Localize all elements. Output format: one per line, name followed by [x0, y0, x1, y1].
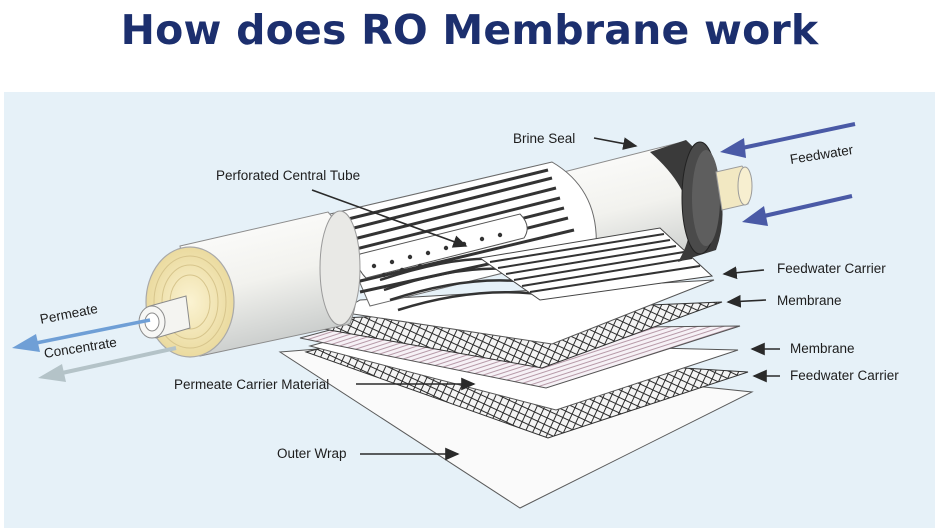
label-membrane-top: Membrane — [777, 293, 842, 308]
membrane-top-pointer — [726, 294, 767, 308]
brine-seal — [650, 140, 753, 262]
central-tube-pointer — [311, 189, 468, 248]
permeate-arrow — [12, 318, 151, 352]
brine-seal-pointer — [593, 137, 638, 150]
page-title: How does RO Membrane work — [120, 6, 819, 54]
feedwater-arrow-bottom — [742, 194, 853, 226]
label-permeate-carrier-material: Permeate Carrier Material — [174, 377, 330, 392]
end-cap — [138, 246, 235, 358]
pointer-lines — [311, 137, 780, 461]
feedwater-arrow-top — [720, 122, 856, 158]
label-outer-wrap: Outer Wrap — [277, 446, 347, 461]
concentrate-arrow — [38, 346, 177, 382]
label-feedwater-carrier-bottom: Feedwater Carrier — [790, 368, 899, 383]
label-membrane-bottom: Membrane — [790, 341, 855, 356]
feedwater-carrier-top-pointer — [722, 266, 765, 280]
label-feedwater-carrier-top: Feedwater Carrier — [777, 261, 886, 276]
label-brine-seal: Brine Seal — [513, 131, 576, 146]
label-perforated-central-tube: Perforated Central Tube — [216, 168, 361, 183]
membrane-cylinder — [179, 141, 717, 357]
